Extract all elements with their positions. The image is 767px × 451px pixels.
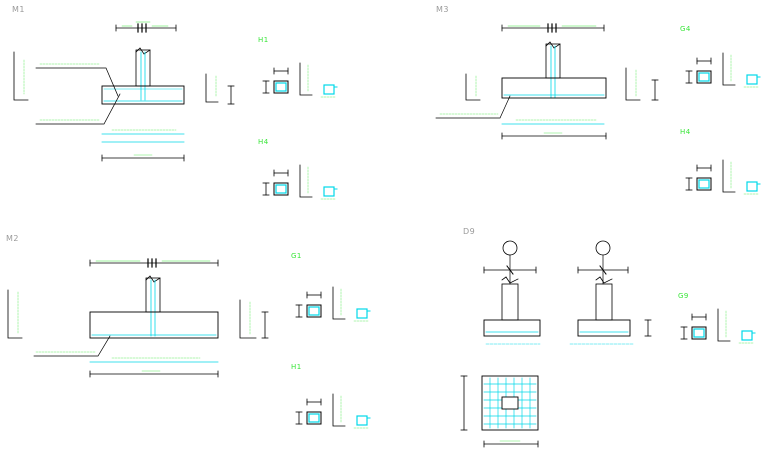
footing-section-m3 xyxy=(435,23,659,140)
stirrup-detail-g4 xyxy=(685,52,761,88)
pile-cap-d9-left xyxy=(483,240,541,345)
stirrup-detail-h1-bottom xyxy=(295,393,371,429)
detail-label-g4: G4 xyxy=(680,25,691,33)
stirrup-detail-g9 xyxy=(680,308,756,344)
pile-cap-d9-plan xyxy=(460,375,539,448)
stirrup-detail-h4-right xyxy=(685,159,761,195)
section-label-m3: M3 xyxy=(436,5,449,14)
detail-label-h1-bottom: H1 xyxy=(291,363,302,371)
section-label-m1: M1 xyxy=(12,5,25,14)
detail-label-h4-right: H4 xyxy=(680,128,691,136)
footing-section-m1 xyxy=(13,21,235,162)
stirrup-detail-h4-top xyxy=(262,164,338,200)
footing-section-m2 xyxy=(7,258,269,378)
pile-cap-d9-right xyxy=(569,240,652,345)
section-label-m2: M2 xyxy=(6,234,19,243)
detail-label-h4-top: H4 xyxy=(258,138,269,146)
stirrup-detail-h1-top xyxy=(262,62,338,98)
detail-label-g1: G1 xyxy=(291,252,302,260)
detail-label-g9: G9 xyxy=(678,292,689,300)
section-label-d9: D9 xyxy=(463,227,476,236)
stirrup-detail-g1 xyxy=(295,286,371,322)
detail-label-h1-top: H1 xyxy=(258,36,269,44)
